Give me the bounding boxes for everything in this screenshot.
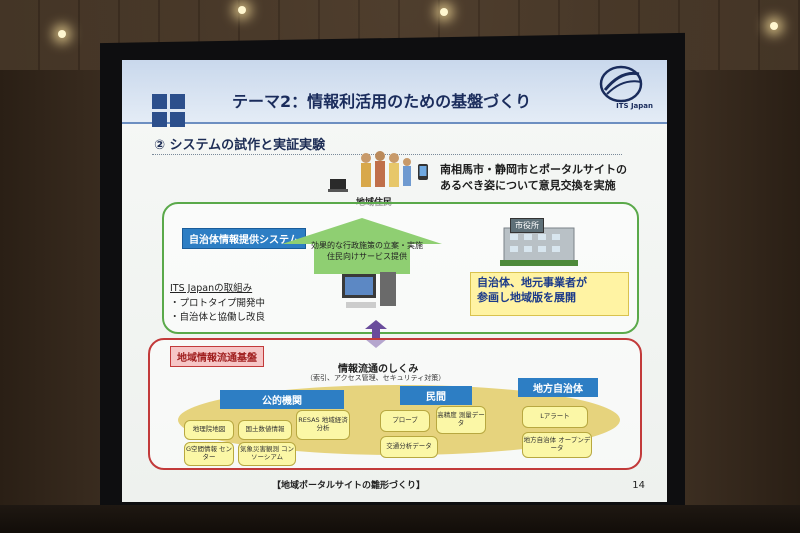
- ceiling-light: [238, 6, 246, 14]
- data-source: G空間情報 センター: [184, 442, 234, 466]
- its-initiative-heading: ITS Japanの取組み: [170, 283, 253, 294]
- platform-label: 地域情報流通基盤: [170, 346, 264, 367]
- its-initiative-item: ・自治体と協働し改良: [170, 312, 266, 324]
- laptop-icon: [328, 179, 348, 192]
- data-source: 気象災害観測 コンソーシアム: [238, 442, 296, 466]
- section-subtitle: ② システムの試作と実証実験: [154, 138, 326, 153]
- policy-line: 住民向けサービス提供: [327, 251, 407, 261]
- policy-text: 効果的な行政施策の立案・実施 住民向けサービス提供: [302, 241, 432, 263]
- highlight-line: 参画し地域版を展開: [477, 291, 576, 305]
- category-local-gov: 地方自治体: [518, 378, 598, 397]
- opinion-exchange-note: 南相馬市・静岡市とポータルサイトの あるべき姿について意見交換を実施: [440, 162, 650, 194]
- slide-title: テーマ2：情報利活用のための基盤づくり: [232, 92, 532, 111]
- data-source: プローブ: [380, 410, 430, 432]
- data-source: 地理院地図: [184, 420, 234, 440]
- audience-foreground: [0, 505, 800, 533]
- its-initiative: ITS Japanの取組み ・プロトタイプ開発中 ・自治体と協働し改良: [170, 282, 265, 326]
- category-public: 公的機関: [220, 390, 344, 409]
- squares-logo-icon: [152, 94, 186, 128]
- data-source: 高精度 測量データ: [436, 406, 486, 434]
- ceiling-light: [58, 30, 66, 38]
- slide-header: [122, 60, 667, 124]
- footer-note: 【地域ポータルサイトの雛形づくり】: [272, 481, 426, 491]
- residents-family-icon: [361, 151, 411, 187]
- smartphone-icon: [418, 164, 428, 180]
- its-japan-logo-icon: [599, 65, 643, 103]
- desktop-computer-icon: [342, 272, 396, 308]
- city-hall-building-icon: [500, 227, 578, 266]
- ceiling-light: [440, 8, 448, 16]
- data-source: RESAS 地域経済分析: [296, 410, 350, 440]
- data-source: 交通分析データ: [380, 436, 438, 458]
- exchange-note-line: あるべき姿について意見交換を実施: [440, 178, 616, 192]
- data-source: Lアラート: [522, 406, 588, 428]
- presentation-slide: テーマ2：情報利活用のための基盤づくり ITS Japan ② システムの試作と…: [122, 60, 667, 502]
- policy-line: 効果的な行政施策の立案・実施: [311, 241, 423, 250]
- page-number: 14: [632, 480, 645, 491]
- highlight-line: 自治体、地元事業者が: [477, 276, 587, 289]
- city-hall-sign: 市役所: [510, 218, 544, 233]
- ceiling-light: [770, 22, 778, 30]
- info-flow-subtitle: （索引、アクセス管理、セキュリティ対策）: [306, 374, 446, 382]
- data-source: 国土数値情報: [238, 420, 292, 440]
- its-japan-label: ITS Japan: [616, 102, 653, 110]
- category-private: 民間: [400, 386, 472, 405]
- info-flow-title: 情報流通のしくみ: [338, 364, 419, 375]
- divider: [152, 154, 622, 156]
- up-arrow-icon: [282, 218, 442, 274]
- exchange-note-line: 南相馬市・静岡市とポータルサイトの: [440, 163, 627, 176]
- its-initiative-item: ・プロトタイプ開発中: [170, 297, 266, 309]
- data-source: 地方自治体 オープンデータ: [522, 432, 592, 458]
- system-label: 自治体情報提供システム: [182, 228, 306, 249]
- wall-right: [685, 70, 800, 533]
- regional-version-highlight: 自治体、地元事業者が 参画し地域版を展開: [470, 272, 629, 316]
